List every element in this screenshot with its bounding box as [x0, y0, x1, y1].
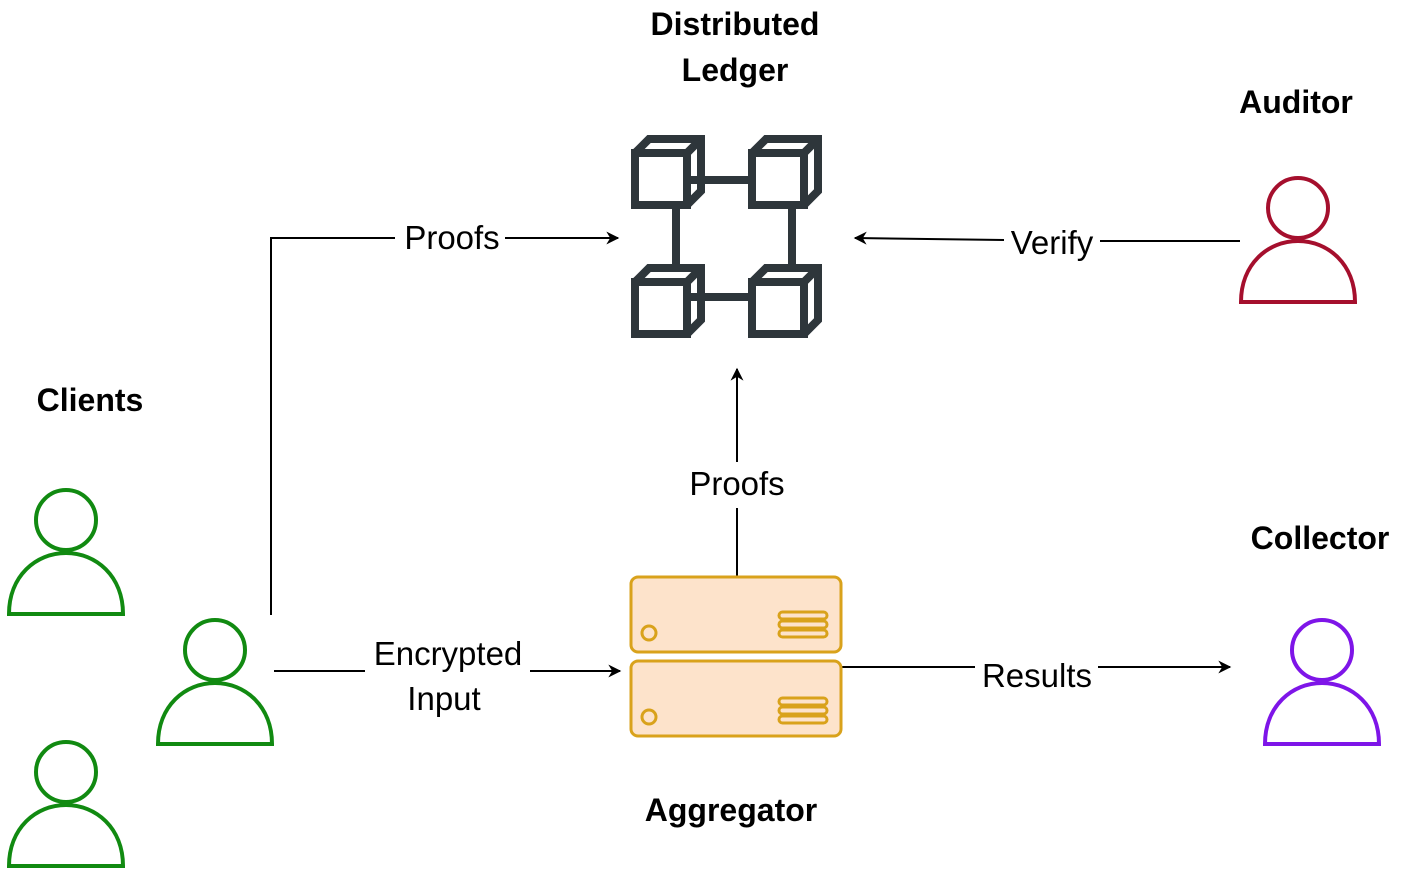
collector-person-icon — [1263, 618, 1381, 746]
edge-label-input: Input — [407, 680, 480, 717]
collector-node: Collector — [1251, 520, 1390, 746]
ledger-title-line2: Ledger — [682, 52, 789, 88]
client-person-icon — [7, 740, 125, 868]
auditor-title: Auditor — [1239, 84, 1353, 120]
server-icon — [629, 575, 843, 738]
edge-aggregator-to-ledger: Proofs — [689, 367, 785, 576]
edge-client-to-ledger: Proofs — [270, 219, 620, 615]
ledger-title-line1: Distributed — [651, 6, 820, 42]
client-person-icon — [156, 618, 274, 746]
ledger-node: Distributed Ledger — [635, 6, 819, 334]
edge-label-results: Results — [982, 657, 1092, 694]
edge-client-to-aggregator: Encrypted Input — [274, 635, 622, 717]
edge-auditor-to-ledger: Verify — [853, 224, 1240, 261]
clients-title: Clients — [37, 382, 144, 418]
auditor-node: Auditor — [1239, 84, 1357, 304]
aggregator-node: Aggregator — [629, 575, 843, 828]
blockchain-icon — [635, 139, 818, 334]
auditor-person-icon — [1239, 176, 1357, 304]
edge-aggregator-to-collector: Results — [842, 657, 1232, 694]
clients-node: Clients — [7, 382, 274, 868]
edge-label-verify: Verify — [1011, 224, 1094, 261]
aggregator-title: Aggregator — [645, 792, 817, 828]
edge-label-proofs-middle: Proofs — [689, 465, 784, 502]
edge-label-proofs-top: Proofs — [404, 219, 499, 256]
edge-label-encrypted: Encrypted — [374, 635, 523, 672]
client-person-icon — [7, 488, 125, 616]
collector-title: Collector — [1251, 520, 1390, 556]
